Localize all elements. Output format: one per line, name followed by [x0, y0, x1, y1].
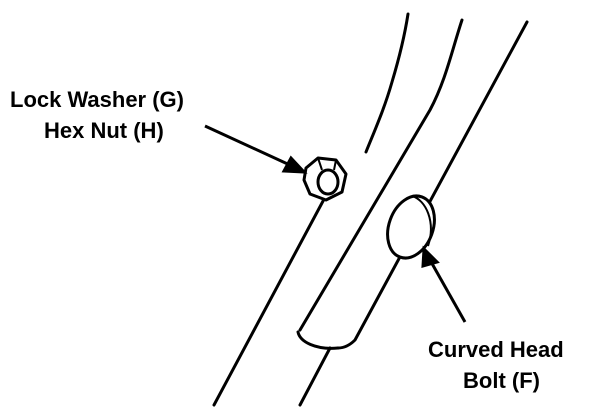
curved-head-label-line1: Curved Head [428, 337, 564, 362]
hex-nut-edge-line [317, 157, 337, 171]
nut-leader-line [204, 124, 293, 168]
bolt-arrowhead [421, 245, 440, 269]
outer-tube-right-edge [298, 18, 464, 332]
lock-washer-label: Lock Washer (G) [10, 87, 184, 112]
hex-nut-face [316, 168, 340, 196]
curved-head-bolt [386, 194, 436, 260]
lower-tube-edge-right [325, 344, 353, 405]
hex-nut [302, 156, 348, 202]
outer-tube-lower-left-edge [212, 186, 332, 407]
curved-head-bolt-rim [411, 195, 432, 247]
curved-head-label-line2: Bolt (F) [463, 368, 540, 393]
curved-head-bolt-head [386, 194, 436, 260]
hex-nut-label: Hex Nut (H) [44, 118, 164, 143]
bolt-leader-line [428, 259, 467, 323]
inner-tube-right-edge [336, 20, 529, 350]
inner-tube-end-cap [296, 330, 340, 350]
lower-tube-edge-left [298, 346, 332, 407]
tube-assembly [212, 12, 529, 407]
nut-arrowhead [281, 155, 308, 174]
leader-arrows [204, 124, 467, 323]
outer-tube-left-edge [364, 12, 410, 154]
